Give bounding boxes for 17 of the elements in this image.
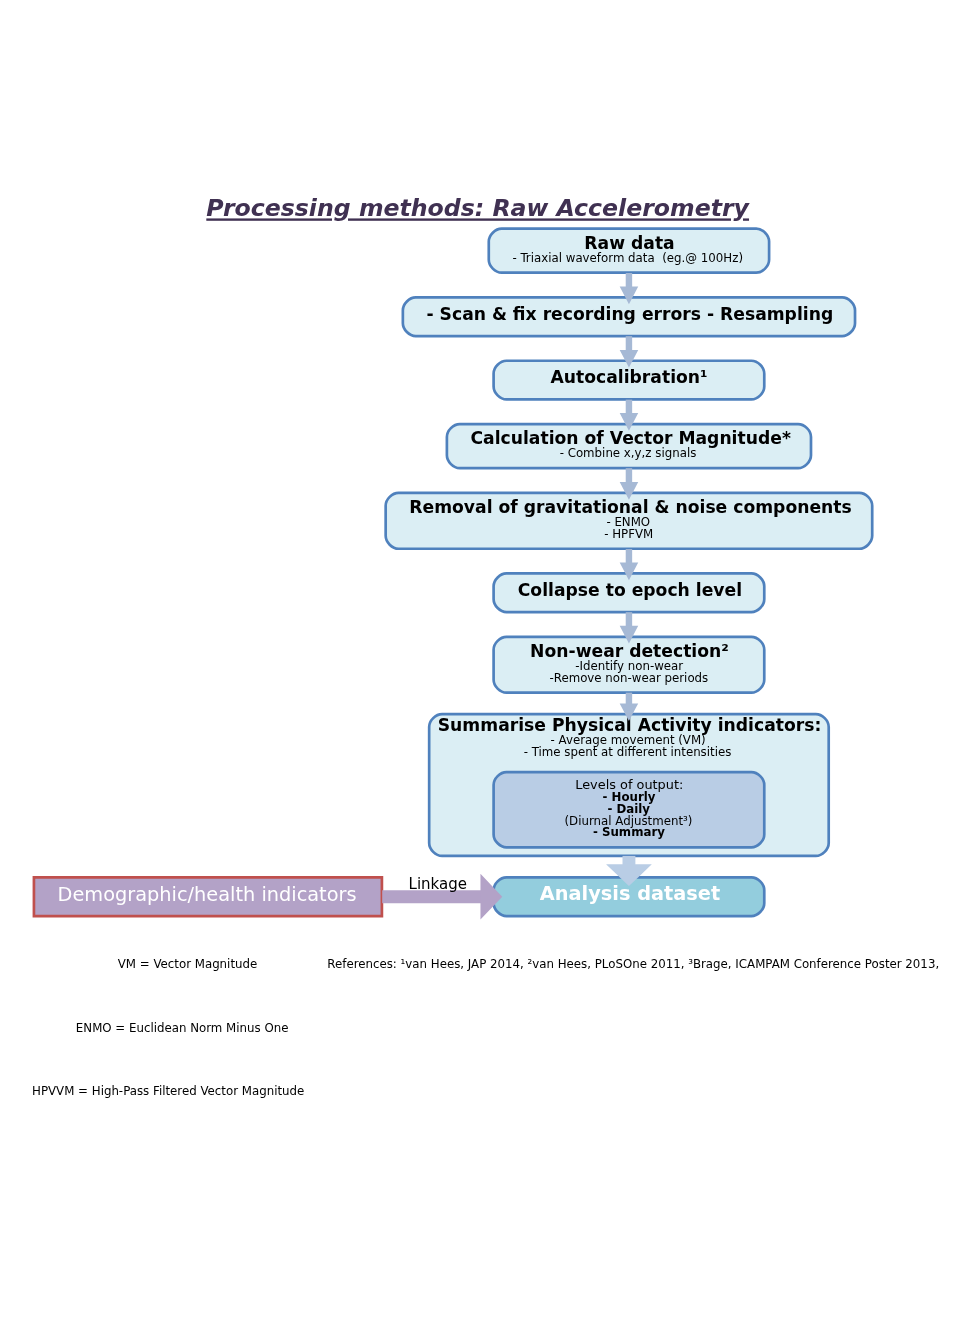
node-box: Calculation of Vector Magnitude* - Combine x,y,z signals [445,422,813,469]
diagram-title: Processing methods: Raw Accelerometry [206,193,750,222]
node-box: Demographic/health indicators [32,875,384,917]
edge-label: Linkage [408,874,467,893]
node-box: Analysis dataset [492,875,766,917]
node-box: - Scan & fix recording errors - Resampling [401,295,857,337]
node-box: Autocalibration¹ [492,358,766,401]
label: VM = Vector Magnitude [117,956,258,971]
node-box: Levels of output: - Hourly - Daily (Diurnal Adjustment³) - Summary [492,770,766,849]
node-box: Non-wear detection² -Identify non-wear -Remove non-wear periods [492,634,766,694]
label: HPVVM = High-Pass Filtered Vector Magnitude [32,1083,305,1098]
node-box: Raw data - Triaxial waveform data (eg.@ 100Hz) [487,226,771,274]
label: ENMO = Euclidean Norm Minus One [75,1020,289,1035]
node-box: Collapse to epoch level [492,571,766,613]
node-box: Removal of gravitational & noise components - ENMO - HPFVM [384,491,874,550]
arrow [382,873,503,920]
label: References: ¹van Hees, JAP 2014, ²van Hees, PLoSOne 2011, ³Brage, ICAMPAM Conference Poster 2013, [327,956,940,971]
